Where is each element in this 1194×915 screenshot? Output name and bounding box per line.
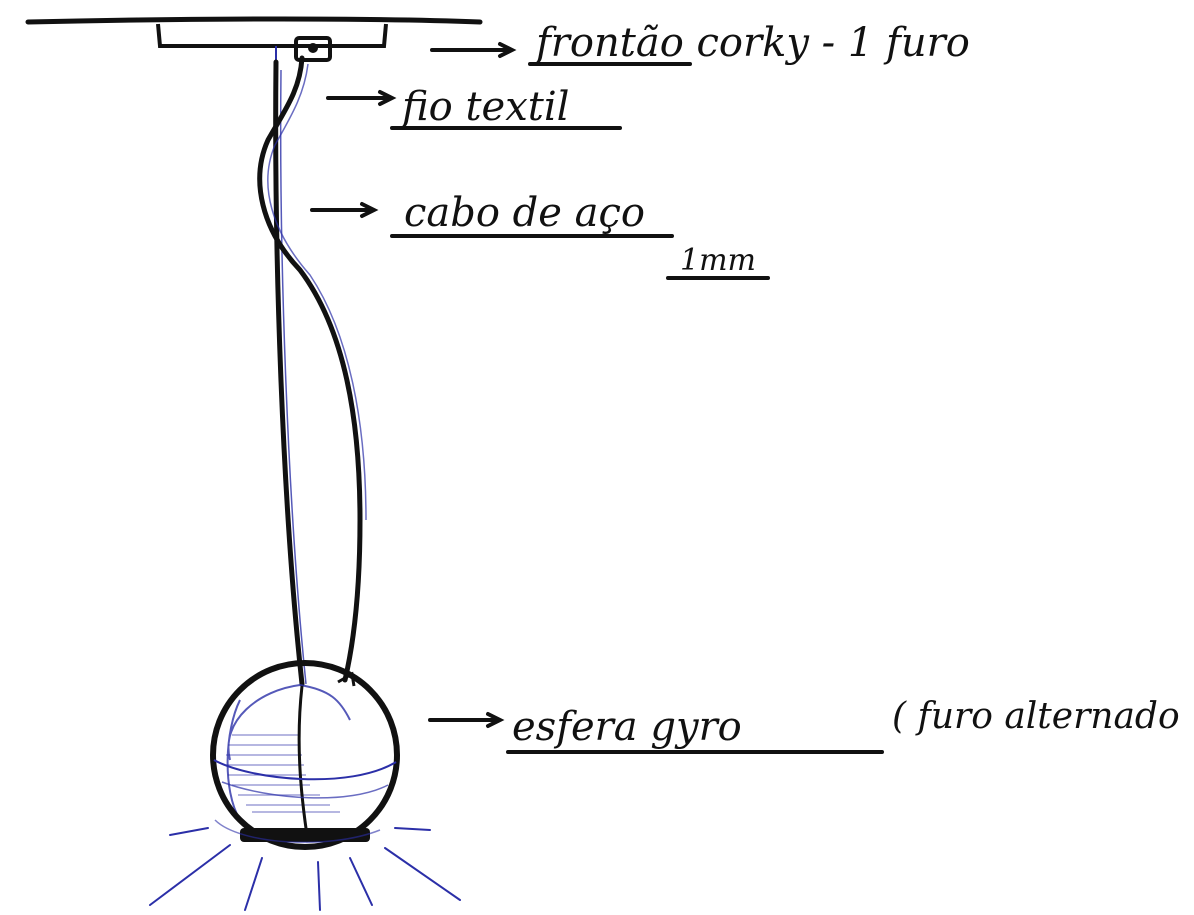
label-textile-wire: fio textil [399, 84, 569, 130]
arrow-sphere [428, 712, 505, 728]
annotation-arrows [310, 42, 517, 728]
arrow-steel-cable [310, 202, 379, 218]
canopy [156, 23, 388, 70]
ceiling-line [25, 16, 483, 25]
label-underlines [390, 62, 884, 754]
label-steel-cable: cabo de aço [404, 190, 645, 236]
label-sphere-note: ( furo alternado [892, 696, 1180, 737]
arrow-canopy [430, 42, 517, 58]
light-rays [149, 827, 461, 911]
arrow-textile-wire [326, 90, 397, 106]
label-canopy: frontão corky - 1 furo [533, 20, 970, 66]
textile-wire [257, 55, 363, 683]
gyro-sphere [210, 660, 400, 850]
label-sphere: esfera gyro [512, 704, 742, 750]
label-cable-diameter: 1mm [680, 243, 756, 278]
